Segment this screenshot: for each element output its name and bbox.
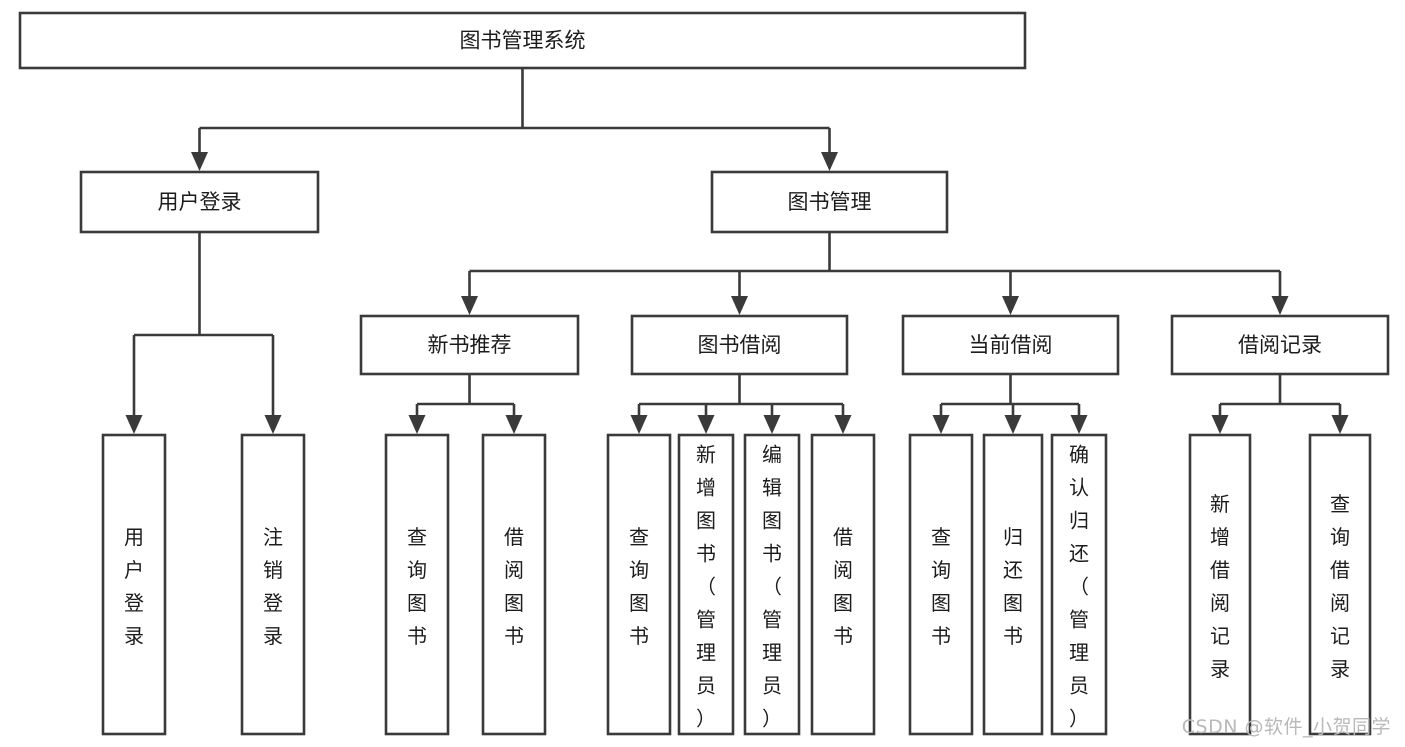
edge-group-book-borrow (630, 374, 852, 434)
node-box-new-book-recommend (359, 314, 580, 376)
arrow-head-icon (697, 415, 715, 434)
node-box-leaf-confirm-return (1050, 433, 1108, 736)
arrow-head-icon (505, 415, 523, 434)
node-box-leaf-borrow-book-1 (481, 433, 547, 736)
arrow-head-icon (1331, 415, 1349, 434)
node-box-book-borrow (630, 314, 849, 376)
node-leaf-logout[interactable]: 注销登录 (240, 433, 306, 736)
node-leaf-return-book[interactable]: 归还图书 (982, 433, 1044, 736)
nodes-layer: 图书管理系统用户登录图书管理新书推荐图书借阅当前借阅借阅记录用户登录注销登录查询… (18, 11, 1390, 736)
node-current-borrow[interactable]: 当前借阅 (901, 314, 1120, 376)
arrow-head-icon (191, 152, 208, 171)
arrow-head-icon (461, 296, 478, 315)
edge-group-user-login (125, 232, 282, 434)
node-label-new-book-recommend: 新书推荐 (428, 333, 512, 357)
node-leaf-borrow-book-2[interactable]: 借阅图书 (810, 433, 876, 736)
arrow-head-icon (1004, 415, 1022, 434)
node-label-leaf-confirm-return: 确认归还（管理员） (1069, 443, 1089, 731)
node-label-root: 图书管理系统 (460, 29, 586, 53)
node-label-leaf-borrow-book-1: 借阅图书 (504, 525, 524, 648)
node-box-leaf-logout (240, 433, 306, 736)
node-label-book-manage: 图书管理 (788, 190, 872, 214)
node-borrow-record[interactable]: 借阅记录 (1170, 314, 1390, 376)
node-leaf-query-record[interactable]: 查询借阅记录 (1308, 433, 1372, 736)
node-box-borrow-record (1170, 314, 1390, 376)
arrow-head-icon (125, 415, 143, 434)
node-leaf-confirm-return[interactable]: 确认归还（管理员） (1050, 433, 1108, 736)
node-label-leaf-return-book: 归还图书 (1003, 525, 1023, 648)
node-label-leaf-add-record: 新增借阅记录 (1210, 492, 1230, 681)
node-box-leaf-query-record (1308, 433, 1372, 736)
node-box-leaf-query-book-1 (384, 433, 450, 736)
arrow-head-icon (763, 415, 781, 434)
edge-group-root (191, 68, 838, 171)
node-label-leaf-query-book-2: 查询图书 (629, 525, 649, 648)
arrow-head-icon (264, 415, 282, 434)
node-leaf-add-record[interactable]: 新增借阅记录 (1188, 433, 1252, 736)
node-box-current-borrow (901, 314, 1120, 376)
node-box-leaf-add-book (677, 433, 735, 736)
node-leaf-edit-book[interactable]: 编辑图书（管理员） (743, 433, 801, 736)
arrow-head-icon (821, 152, 838, 171)
node-box-leaf-return-book (982, 433, 1044, 736)
node-box-leaf-borrow-book-2 (810, 433, 876, 736)
node-new-book-recommend[interactable]: 新书推荐 (359, 314, 580, 376)
edges-layer (125, 68, 1349, 434)
node-label-leaf-user-login: 用户登录 (124, 525, 144, 648)
arrow-head-icon (408, 415, 426, 434)
node-leaf-query-book-1[interactable]: 查询图书 (384, 433, 450, 736)
arrow-head-icon (731, 296, 748, 315)
node-label-current-borrow: 当前借阅 (969, 333, 1053, 357)
node-user-login[interactable]: 用户登录 (79, 170, 320, 234)
edge-group-current-borrow (932, 374, 1088, 434)
node-root[interactable]: 图书管理系统 (18, 11, 1027, 70)
node-box-leaf-query-book-2 (606, 433, 672, 736)
node-label-user-login: 用户登录 (158, 190, 242, 214)
arrow-head-icon (834, 415, 852, 434)
node-box-leaf-query-book-3 (908, 433, 974, 736)
node-leaf-borrow-book-1[interactable]: 借阅图书 (481, 433, 547, 736)
node-label-leaf-query-book-3: 查询图书 (931, 525, 951, 648)
node-label-leaf-query-record: 查询借阅记录 (1330, 492, 1350, 681)
node-box-leaf-edit-book (743, 433, 801, 736)
node-book-manage[interactable]: 图书管理 (710, 170, 949, 234)
arrow-head-icon (630, 415, 648, 434)
arrow-head-icon (1271, 296, 1289, 315)
arrow-head-icon (1002, 296, 1019, 315)
node-book-borrow[interactable]: 图书借阅 (630, 314, 849, 376)
node-label-leaf-add-book: 新增图书（管理员） (696, 443, 716, 731)
node-label-leaf-logout: 注销登录 (263, 525, 283, 648)
edge-group-book-manage (461, 232, 1289, 315)
node-label-book-borrow: 图书借阅 (698, 333, 782, 357)
node-leaf-add-book[interactable]: 新增图书（管理员） (677, 433, 735, 736)
node-box-leaf-add-record (1188, 433, 1252, 736)
node-leaf-query-book-2[interactable]: 查询图书 (606, 433, 672, 736)
node-leaf-user-login[interactable]: 用户登录 (101, 433, 167, 736)
arrow-head-icon (932, 415, 950, 434)
node-label-borrow-record: 借阅记录 (1238, 333, 1322, 357)
arrow-head-icon (1070, 415, 1088, 434)
node-label-leaf-edit-book: 编辑图书（管理员） (762, 443, 782, 731)
node-box-root (18, 11, 1027, 70)
node-box-leaf-user-login (101, 433, 167, 736)
edge-group-new-book-recommend (408, 374, 523, 434)
arrow-head-icon (1211, 415, 1229, 434)
node-box-book-manage (710, 170, 949, 234)
edge-group-borrow-record (1211, 374, 1349, 434)
node-leaf-query-book-3[interactable]: 查询图书 (908, 433, 974, 736)
node-box-user-login (79, 170, 320, 234)
node-label-leaf-query-book-1: 查询图书 (407, 525, 427, 648)
node-label-leaf-borrow-book-2: 借阅图书 (833, 525, 853, 648)
